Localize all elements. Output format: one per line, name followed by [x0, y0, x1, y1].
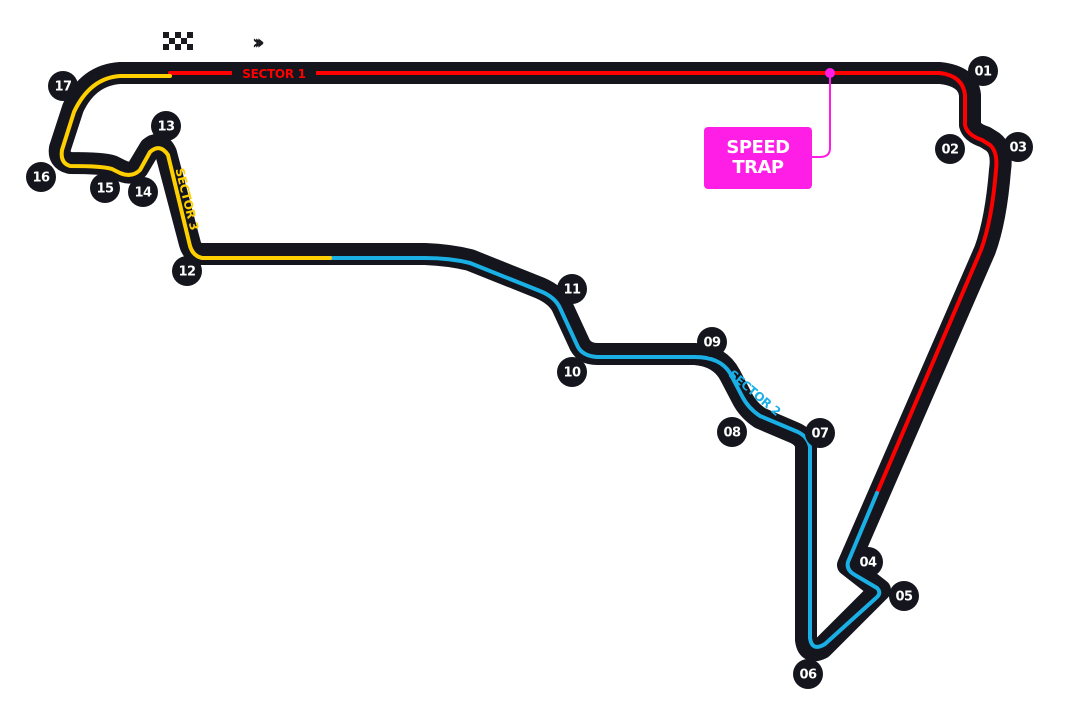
turn-marker-circle [793, 659, 823, 689]
sector-1-label-bg [232, 66, 316, 82]
turn-number: 03 [1009, 141, 1027, 156]
turn-number: 13 [157, 120, 175, 135]
turn-number: 04 [859, 556, 877, 571]
turn-number: 14 [134, 186, 152, 201]
sector-1-line [168, 71, 999, 495]
sector-2-line [328, 256, 882, 649]
turn-marker-16: 16 [26, 162, 56, 192]
turn-number: 15 [96, 182, 114, 197]
turn-marker-circle [853, 547, 883, 577]
speed-trap-marker [825, 68, 835, 78]
turn-number: 06 [799, 668, 817, 683]
turn-marker-05: 05 [889, 581, 919, 611]
turn-marker-15: 15 [90, 173, 120, 203]
speed-trap-label: SPEED TRAP [704, 127, 812, 189]
checkered-flag-icon [163, 32, 193, 50]
track-outline [48, 62, 1012, 662]
turn-marker-04: 04 [853, 547, 883, 577]
turn-marker-circle [128, 177, 158, 207]
turn-marker-09: 09 [697, 327, 727, 357]
turn-number: 16 [32, 171, 50, 186]
turn-marker-circle [805, 418, 835, 448]
turn-marker-12: 12 [172, 256, 202, 286]
speed-trap-line-1: SPEED [726, 137, 790, 158]
turn-number: 17 [54, 80, 72, 95]
speed-trap-line-2: TRAP [732, 157, 784, 178]
speed-trap-connector [812, 73, 831, 158]
turn-number: 05 [895, 590, 913, 605]
turn-marker-11: 11 [557, 274, 587, 304]
turn-marker-03: 03 [1003, 132, 1033, 162]
turn-marker-circle [557, 357, 587, 387]
turn-marker-circle [1003, 132, 1033, 162]
turn-number: 07 [811, 427, 829, 442]
turn-marker-circle [697, 327, 727, 357]
turn-marker-circle [717, 417, 747, 447]
turn-number: 01 [974, 65, 992, 80]
turn-marker-06: 06 [793, 659, 823, 689]
turn-marker-circle [935, 134, 965, 164]
turn-marker-circle [172, 256, 202, 286]
turn-marker-07: 07 [805, 418, 835, 448]
turn-marker-02: 02 [935, 134, 965, 164]
turn-number: 08 [723, 426, 741, 441]
turn-marker-13: 13 [151, 111, 181, 141]
turn-markers: 01 02 03 04 05 06 07 08 09 10 11 12 13 14 15 16 17 [26, 56, 1033, 689]
turn-marker-circle [968, 56, 998, 86]
sector-3-line [59, 74, 332, 260]
turn-marker-01: 01 [968, 56, 998, 86]
turn-number: 02 [941, 143, 958, 158]
turn-number: 12 [178, 265, 195, 280]
turn-number: 11 [563, 283, 581, 298]
turn-number: 09 [703, 336, 721, 351]
turn-marker-17: 17 [48, 71, 78, 101]
sector-1-label: SECTOR 1 [242, 67, 305, 81]
turn-marker-circle [151, 111, 181, 141]
turn-marker-circle [26, 162, 56, 192]
turn-marker-08: 08 [717, 417, 747, 447]
turn-marker-circle [557, 274, 587, 304]
turn-marker-circle [889, 581, 919, 611]
turn-marker-circle [90, 173, 120, 203]
turn-marker-14: 14 [128, 177, 158, 207]
turn-marker-10: 10 [557, 357, 587, 387]
turn-number: 10 [563, 366, 581, 381]
turn-marker-circle [48, 71, 78, 101]
